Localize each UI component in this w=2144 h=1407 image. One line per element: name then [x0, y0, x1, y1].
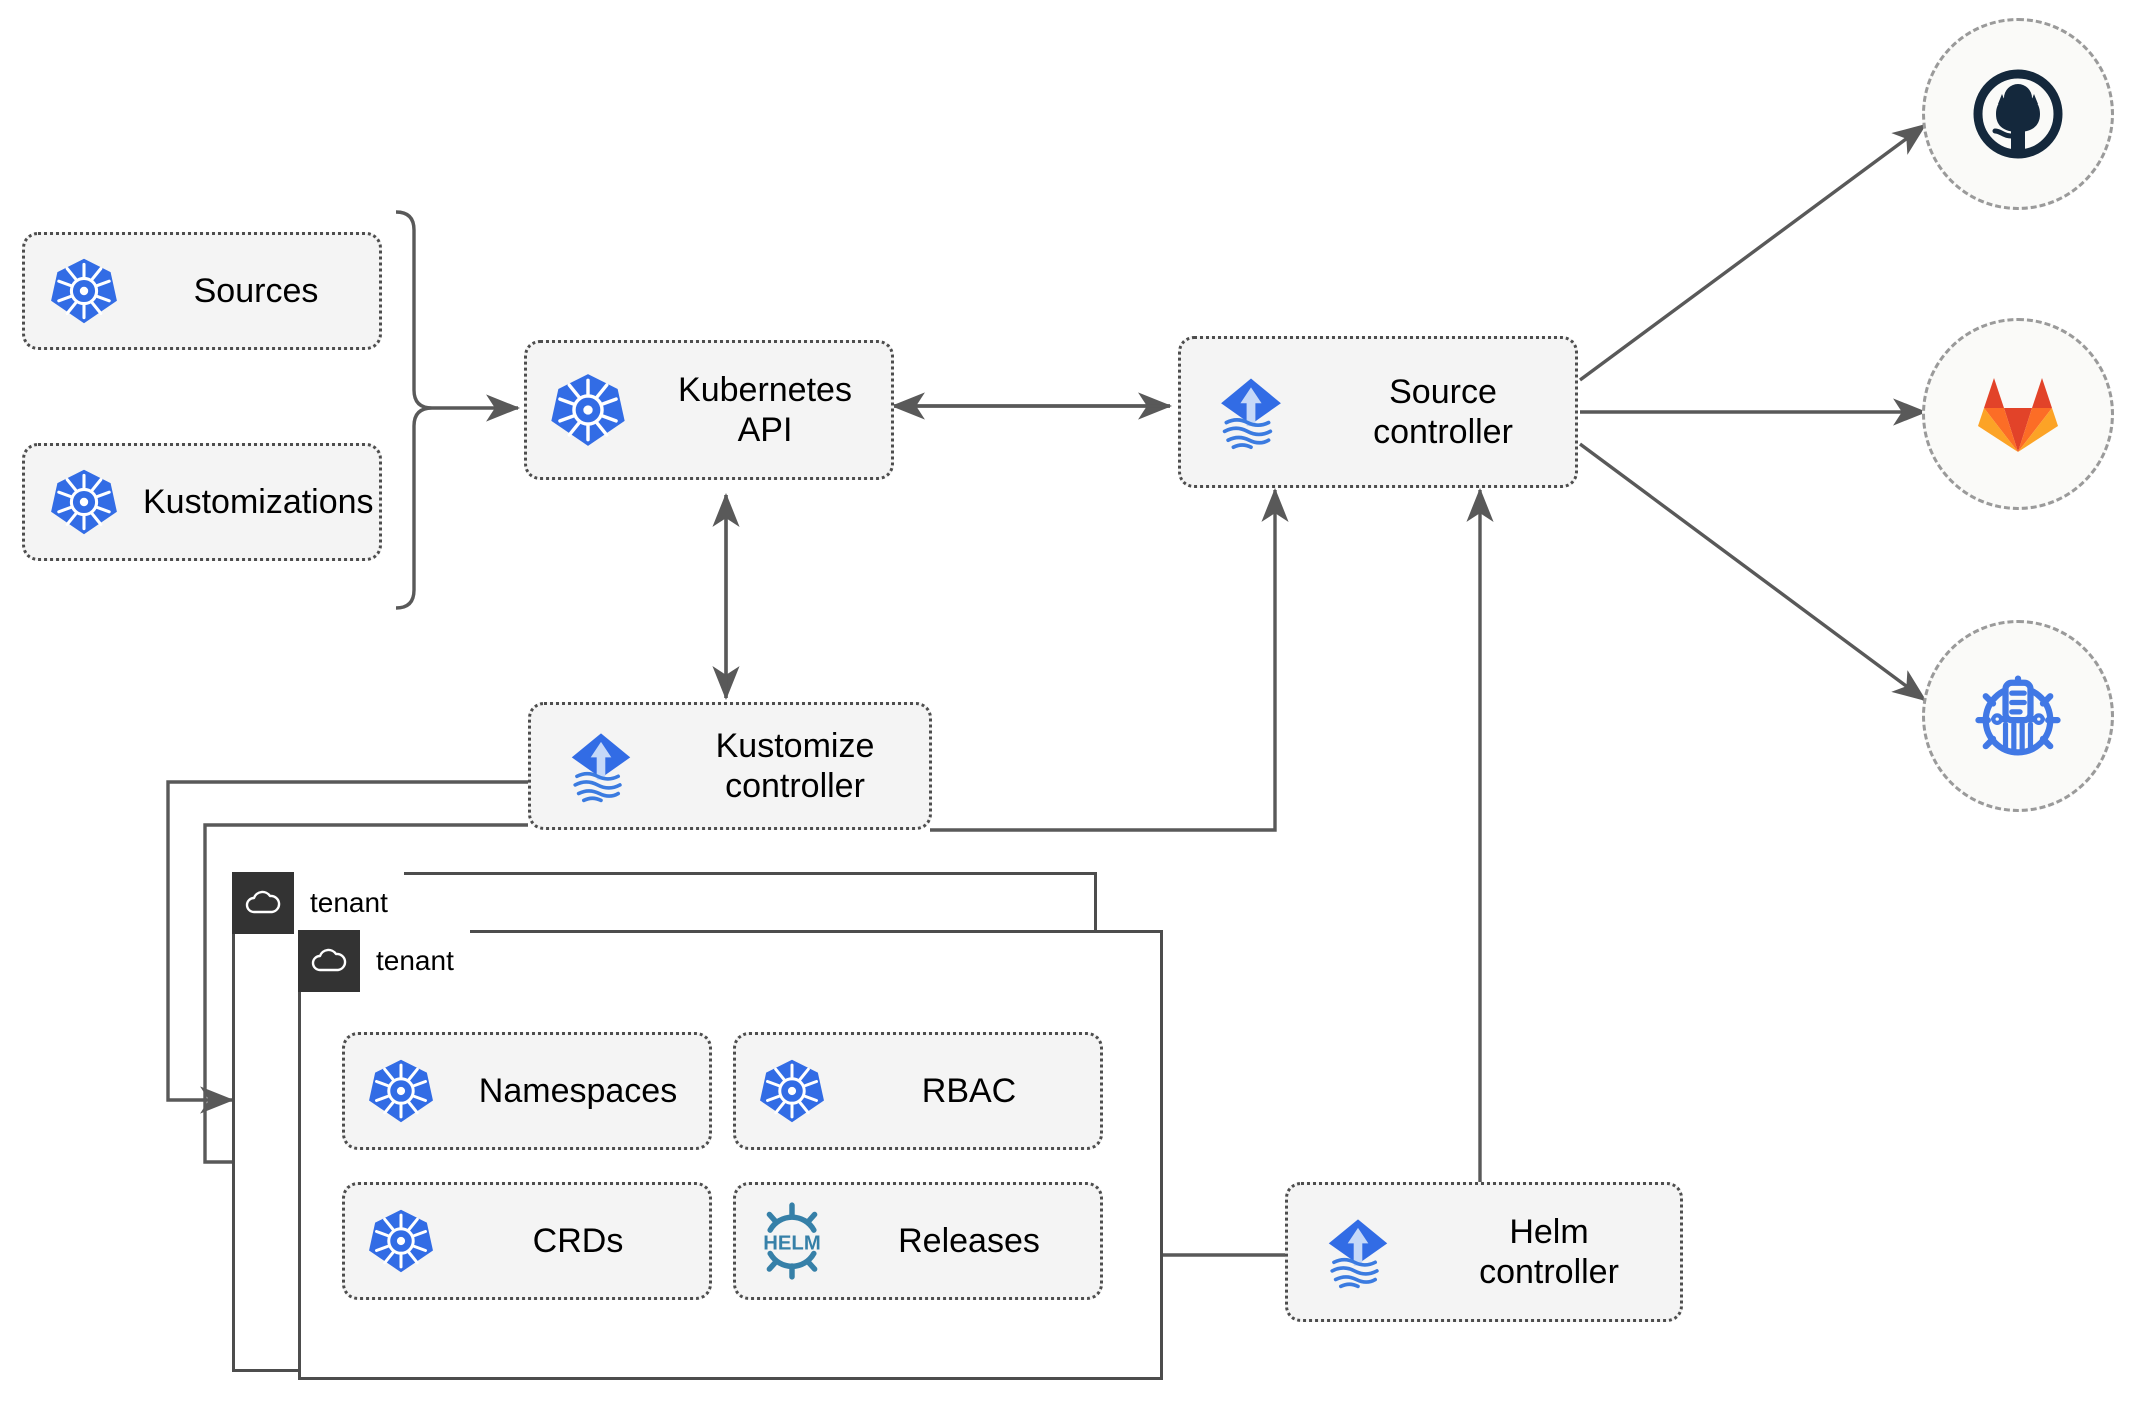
group-brace	[395, 210, 433, 610]
chartmuseum-icon	[1975, 675, 2061, 756]
kubernetes-icon	[736, 1057, 848, 1125]
kustomize-controller-line1: Kustomize	[715, 726, 875, 765]
external-source-chartmuseum[interactable]	[1922, 620, 2114, 812]
node-label-releases: Releases	[898, 1221, 1040, 1260]
node-label-kustomize-controller: Kustomize controller	[671, 726, 929, 806]
node-label-source-controller: Source controller	[1321, 372, 1575, 452]
flux-icon	[1181, 368, 1321, 456]
node-label-rbac: RBAC	[921, 1071, 1017, 1110]
kubernetes-icon	[25, 256, 143, 326]
node-namespaces[interactable]: Namespaces	[342, 1032, 712, 1150]
external-source-gitlab[interactable]	[1922, 318, 2114, 510]
tenant-tab-outer: tenant	[232, 872, 404, 934]
node-label-crds: CRDs	[532, 1221, 624, 1260]
tenant-label-inner: tenant	[376, 945, 454, 976]
node-label-sources: Sources	[193, 271, 319, 310]
tenant-container-inner[interactable]: tenant	[298, 930, 1163, 1380]
node-label-helm-controller: Helm controller	[1428, 1212, 1680, 1292]
cloud-icon	[232, 872, 294, 934]
node-helm-controller[interactable]: Helm controller	[1285, 1182, 1683, 1322]
tenant-tab-inner: tenant	[298, 930, 470, 992]
external-source-github[interactable]	[1922, 18, 2114, 210]
source-controller-line2: controller	[1373, 413, 1513, 451]
tenant-label-outer: tenant	[310, 887, 388, 918]
node-rbac[interactable]: RBAC	[733, 1032, 1103, 1150]
kubernetes-icon	[345, 1057, 457, 1125]
kustomize-controller-line2: controller	[725, 767, 865, 805]
gitlab-icon	[1978, 378, 2058, 452]
node-kustomizations[interactable]: Kustomizations	[22, 443, 382, 561]
node-kustomize-controller[interactable]: Kustomize controller	[528, 702, 932, 830]
node-crds[interactable]: CRDs	[342, 1182, 712, 1300]
node-releases[interactable]: HELM Releases	[733, 1182, 1103, 1300]
node-label-namespaces: Namespaces	[478, 1071, 678, 1110]
node-sources[interactable]: Sources	[22, 232, 382, 350]
node-label-kustomizations: Kustomizations	[143, 482, 374, 521]
flux-icon	[1288, 1209, 1428, 1295]
edge-source-to-chartmuseum	[1578, 442, 1927, 702]
node-source-controller[interactable]: Source controller	[1178, 336, 1578, 488]
svg-text:HELM: HELM	[763, 1233, 820, 1255]
source-controller-line1: Source	[1389, 372, 1497, 411]
cloud-icon	[298, 930, 360, 992]
edge-kustomize-to-source	[930, 487, 1289, 832]
helm-icon: HELM	[736, 1202, 848, 1280]
github-icon	[1973, 69, 2063, 159]
flux-icon	[531, 723, 671, 809]
node-kubernetes-api[interactable]: Kubernetes API	[524, 340, 894, 480]
kubernetes-icon	[25, 467, 143, 537]
kubernetes-icon	[527, 371, 649, 449]
node-label-kubernetes-api: Kubernetes API	[678, 370, 852, 449]
helm-controller-line1: Helm	[1509, 1212, 1589, 1251]
kubernetes-icon	[345, 1207, 457, 1275]
helm-controller-line2: controller	[1479, 1253, 1619, 1291]
edge-source-to-github	[1578, 123, 1927, 382]
